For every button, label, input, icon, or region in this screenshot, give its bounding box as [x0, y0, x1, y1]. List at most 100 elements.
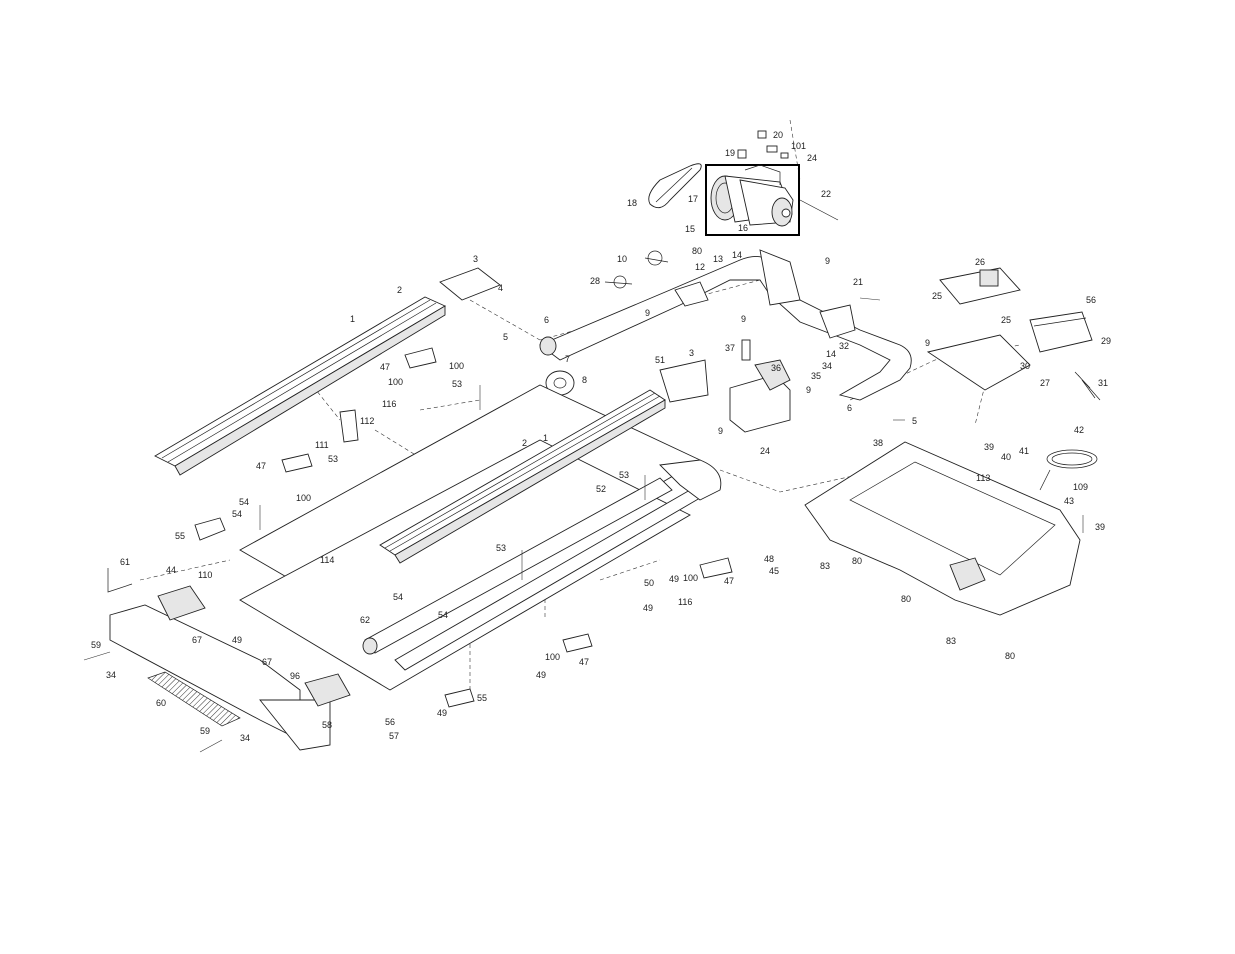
- callout-1-top: 1: [350, 314, 356, 324]
- callout-80-bottom: 80: [1005, 651, 1016, 661]
- callout-4: 4: [498, 283, 504, 293]
- callout-20: 20: [773, 130, 784, 140]
- callout-116-right: 116: [678, 597, 693, 607]
- motor-highlight-box: [705, 164, 800, 236]
- callout-80-mid: 80: [901, 594, 912, 604]
- callout-38: 38: [873, 438, 884, 448]
- cushion-block-44: [157, 585, 206, 621]
- callout-62: 62: [360, 615, 371, 625]
- callout-22: 22: [821, 189, 832, 199]
- callout-32: 32: [839, 341, 850, 351]
- callout-112: 112: [360, 416, 375, 426]
- callout-25-right: 25: [1001, 315, 1012, 325]
- callout-36: 36: [771, 363, 782, 373]
- callout-15: 15: [685, 224, 696, 234]
- callout-41: 41: [1019, 446, 1030, 456]
- callout-56-bottom: 56: [385, 717, 396, 727]
- left-side-rail: [154, 296, 446, 476]
- drive-motor: [710, 164, 794, 227]
- callout-59-top: 59: [91, 640, 102, 650]
- callout-1-right: 1: [543, 433, 549, 443]
- callout-7: 7: [565, 354, 571, 364]
- upright-frame: [539, 249, 912, 401]
- callout-3-top: 3: [473, 254, 479, 264]
- callout-100-mid: 100: [296, 493, 312, 503]
- callout-19: 19: [725, 148, 736, 158]
- callout-9-right: 9: [806, 385, 812, 395]
- callout-100-right: 100: [683, 573, 699, 583]
- callout-54-a: 54: [239, 497, 250, 507]
- callout-67-bottom: 67: [262, 657, 273, 667]
- callout-51: 51: [655, 355, 666, 365]
- callout-54-d: 54: [438, 610, 449, 620]
- callout-13: 13: [713, 254, 724, 264]
- callout-49-right: 49: [669, 574, 680, 584]
- callout-49-bottom: 49: [437, 708, 448, 718]
- callout-5-right: 5: [912, 416, 918, 426]
- callout-49-bottom-right: 49: [536, 670, 547, 680]
- callout-9-lower: 9: [718, 426, 724, 436]
- callout-16: 16: [738, 223, 749, 233]
- callout-9-far-right: 9: [925, 338, 931, 348]
- callout-3-mid: 3: [689, 348, 695, 358]
- callout-37: 37: [725, 343, 736, 353]
- base-pan: [804, 441, 1081, 616]
- drive-belt: [648, 163, 702, 209]
- isolator-47-bottom: [562, 633, 593, 653]
- callout-58: 58: [322, 720, 333, 730]
- bracket-112: [339, 409, 359, 443]
- right-side-rail: [379, 389, 666, 564]
- callout-55-left: 55: [175, 531, 186, 541]
- callout-14-top: 14: [732, 250, 743, 260]
- callout-55-bottom: 55: [477, 693, 488, 703]
- allen-wrench: [107, 568, 133, 593]
- callout-53-top: 53: [452, 379, 463, 389]
- callout-24-top: 24: [807, 153, 818, 163]
- cover-piece: [439, 267, 501, 301]
- isolator-55: [194, 517, 226, 541]
- callout-10: 10: [617, 254, 628, 264]
- callout-44: 44: [166, 565, 177, 575]
- callout-61: 61: [120, 557, 131, 567]
- callout-49-center: 49: [643, 603, 654, 613]
- callout-34-left: 34: [106, 670, 117, 680]
- callout-28: 28: [590, 276, 601, 286]
- callout-29: 29: [1101, 336, 1112, 346]
- callout-110: 110: [198, 570, 213, 580]
- front-roller: [362, 477, 673, 655]
- lower-deck-plate: [239, 439, 691, 691]
- frame-bracket: [659, 459, 722, 501]
- mat-strip: [147, 671, 241, 727]
- callout-27: 27: [1040, 378, 1051, 388]
- callout-54-b: 54: [232, 509, 243, 519]
- callout-101: 101: [791, 141, 807, 151]
- callout-2-right: 2: [522, 438, 528, 448]
- callout-6-right: 6: [847, 403, 853, 413]
- callout-59-bottom: 59: [200, 726, 211, 736]
- callout-53-right: 53: [619, 470, 630, 480]
- callout-47-top: 47: [380, 362, 391, 372]
- callout-54-c: 54: [393, 592, 404, 602]
- callout-31: 31: [1098, 378, 1109, 388]
- callout-34-mid: 34: [822, 361, 833, 371]
- callout-5-left: 5: [503, 332, 509, 342]
- power-cord: [1039, 449, 1098, 491]
- callout-35: 35: [811, 371, 822, 381]
- callout-47-right: 47: [724, 576, 735, 586]
- callout-67-top: 67: [192, 635, 203, 645]
- callout-83-left: 83: [820, 561, 831, 571]
- callout-18: 18: [627, 198, 638, 208]
- motor-controller: [729, 339, 791, 433]
- callout-116-top: 116: [382, 399, 397, 409]
- callout-49-left: 49: [232, 635, 243, 645]
- fasteners: [83, 297, 1084, 753]
- callout-56-right: 56: [1086, 295, 1097, 305]
- bracket-51: [659, 359, 709, 403]
- callout-109: 109: [1073, 482, 1089, 492]
- isolator-47-right: [699, 557, 733, 579]
- callout-52: 52: [596, 484, 607, 494]
- callout-50: 50: [644, 578, 655, 588]
- callout-39-top: 39: [984, 442, 995, 452]
- callout-39-right: 39: [1095, 522, 1106, 532]
